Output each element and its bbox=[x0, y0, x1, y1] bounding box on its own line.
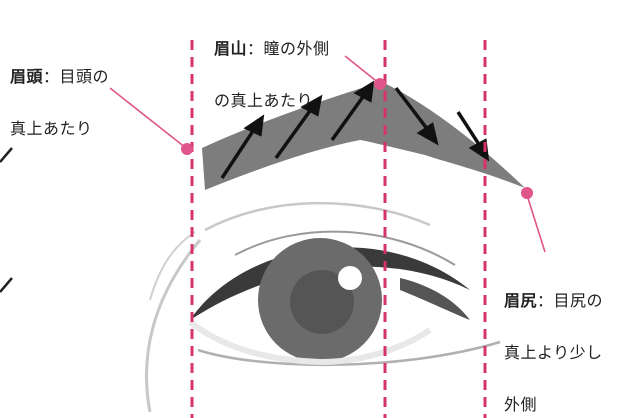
leader-peak bbox=[344, 55, 381, 85]
label-brow-peak-line2: の真上あたり bbox=[214, 91, 314, 110]
arrow-up-3 bbox=[330, 80, 375, 142]
marker-peak bbox=[374, 78, 386, 90]
marker-head bbox=[181, 143, 193, 155]
label-brow-head: 眉頭：目頭の 真上あたり bbox=[10, 38, 109, 142]
label-brow-peak-line1: ：瞳の外側 bbox=[247, 39, 330, 58]
face-outline bbox=[145, 239, 202, 413]
label-brow-tail-line1: ：目尻の bbox=[537, 291, 604, 310]
eye-highlight bbox=[338, 266, 362, 290]
label-brow-head-line1: ：目頭の bbox=[43, 67, 110, 86]
eye-socket-line bbox=[204, 201, 431, 232]
eyebrow-shape bbox=[202, 82, 525, 190]
check-mark-2 bbox=[0, 277, 13, 293]
lower-lid-cover bbox=[188, 319, 432, 366]
pupil bbox=[290, 270, 354, 334]
label-brow-tail-term: 眉尻 bbox=[504, 291, 538, 310]
leader-tail bbox=[526, 194, 546, 253]
outer-lash bbox=[400, 278, 470, 320]
leader-lines bbox=[109, 55, 546, 253]
leader-head bbox=[109, 87, 187, 149]
lower-lid bbox=[197, 340, 501, 367]
label-brow-tail-line3: 外側 bbox=[504, 395, 538, 414]
check-mark-1 bbox=[0, 147, 13, 163]
cheek-line bbox=[149, 231, 196, 301]
guide-lines bbox=[190, 40, 487, 418]
upper-lid-fold bbox=[234, 230, 456, 266]
upper-lid bbox=[190, 247, 470, 320]
marker-tail bbox=[521, 187, 533, 199]
label-brow-peak-term: 眉山 bbox=[214, 39, 248, 58]
label-brow-tail: 眉尻：目尻の 真上より少し 外側 bbox=[504, 262, 603, 418]
label-brow-peak: 眉山：瞳の外側 の真上あたり bbox=[214, 10, 330, 114]
arrow-up-2 bbox=[274, 94, 323, 160]
label-brow-head-line2: 真上あたり bbox=[10, 119, 93, 138]
arrow-up-1 bbox=[220, 114, 265, 179]
label-brow-tail-line2: 真上より少し bbox=[504, 343, 603, 362]
arrow-down-1 bbox=[394, 86, 439, 146]
label-brow-head-term: 眉頭 bbox=[10, 67, 44, 86]
